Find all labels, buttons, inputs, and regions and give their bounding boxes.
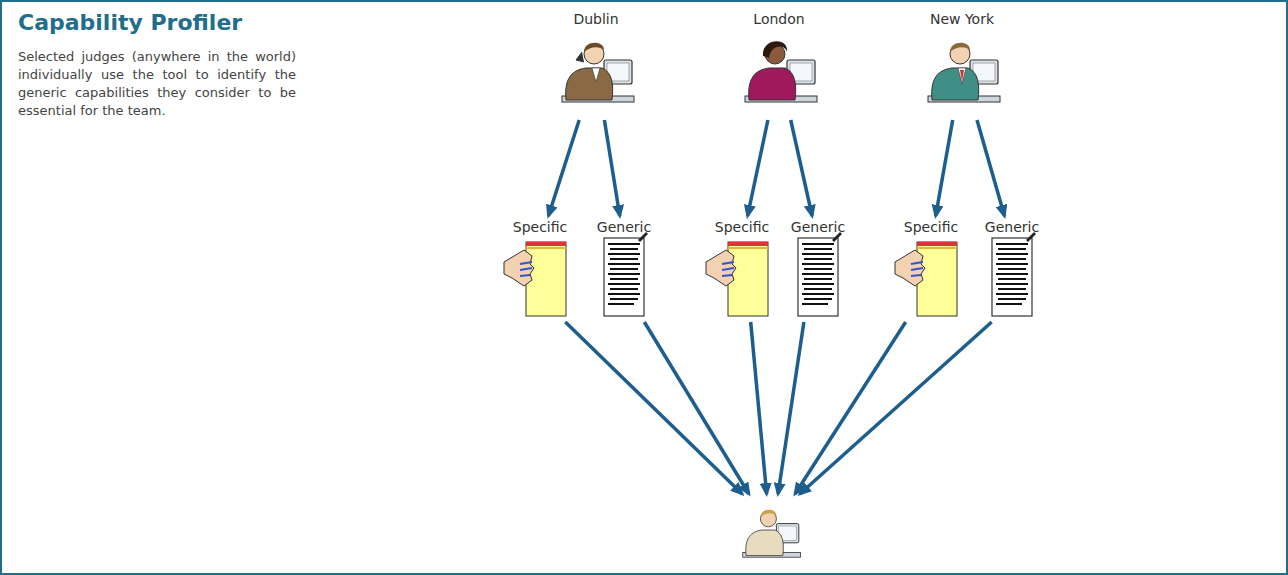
node-label: New York bbox=[912, 10, 1012, 28]
flow-arrow bbox=[748, 120, 768, 216]
flow-arrow bbox=[936, 120, 953, 216]
node-label: Generic bbox=[594, 218, 655, 236]
document-icon: Generic bbox=[594, 218, 655, 320]
node-label: Specific bbox=[893, 218, 969, 236]
node-label: Generic bbox=[788, 218, 849, 236]
flow-arrow bbox=[565, 322, 742, 494]
document-icon: Specific bbox=[704, 218, 780, 320]
flow-arrow bbox=[644, 322, 749, 494]
document-icon: Generic bbox=[982, 218, 1043, 320]
person-icon: London bbox=[729, 10, 829, 118]
person-icon: Dublin bbox=[546, 10, 646, 118]
flow-arrow bbox=[800, 322, 992, 494]
flow-arrow bbox=[751, 322, 767, 494]
flow-arrow bbox=[795, 322, 906, 494]
flow-arrow bbox=[548, 120, 579, 216]
description-text: Selected judges (anywhere in the world) … bbox=[18, 48, 296, 120]
flow-arrow bbox=[791, 120, 812, 216]
document-icon: Specific bbox=[893, 218, 969, 320]
node-label: Specific bbox=[704, 218, 780, 236]
person-icon: New York bbox=[912, 10, 1012, 118]
flow-arrow bbox=[604, 120, 619, 216]
flow-arrow bbox=[977, 120, 1005, 216]
diagram-title: Capability Profiler bbox=[18, 10, 242, 35]
node-label: Specific bbox=[502, 218, 578, 236]
document-icon: Generic bbox=[788, 218, 849, 320]
node-label: London bbox=[729, 10, 829, 28]
document-icon: Specific bbox=[502, 218, 578, 320]
node-label: Dublin bbox=[546, 10, 646, 28]
node-label: Generic bbox=[982, 218, 1043, 236]
person-icon bbox=[735, 496, 807, 570]
flow-arrow bbox=[778, 322, 804, 494]
